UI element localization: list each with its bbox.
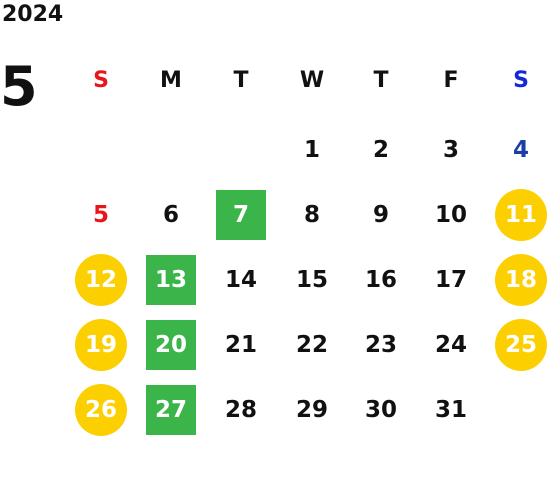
weekday-mon: M: [160, 68, 182, 93]
day-cell-22[interactable]: 22: [295, 332, 328, 358]
day-cell-3[interactable]: 3: [442, 137, 459, 163]
day-cell-5[interactable]: 5: [92, 202, 109, 228]
day-cell-4[interactable]: 4: [512, 137, 529, 163]
year-label: 2024: [2, 2, 64, 27]
day-cell-17[interactable]: 17: [434, 267, 467, 293]
day-cell-27[interactable]: 27: [146, 385, 196, 435]
day-cell-2[interactable]: 2: [372, 137, 389, 163]
day-cell-23[interactable]: 23: [364, 332, 397, 358]
month-label: 5: [0, 55, 38, 118]
day-cell-30[interactable]: 30: [364, 397, 397, 423]
day-cell-16[interactable]: 16: [364, 267, 397, 293]
day-cell-11[interactable]: 11: [495, 189, 547, 241]
day-cell-15[interactable]: 15: [295, 267, 328, 293]
day-cell-18[interactable]: 18: [495, 254, 547, 306]
weekday-sun: S: [93, 68, 109, 93]
day-cell-28[interactable]: 28: [224, 397, 257, 423]
weekday-thu: T: [373, 68, 389, 93]
day-cell-12[interactable]: 12: [75, 254, 127, 306]
day-cell-8[interactable]: 8: [303, 202, 320, 228]
weekday-tue: T: [233, 68, 249, 93]
day-cell-25[interactable]: 25: [495, 319, 547, 371]
day-cell-7[interactable]: 7: [216, 190, 266, 240]
day-cell-24[interactable]: 24: [434, 332, 467, 358]
day-cell-31[interactable]: 31: [434, 397, 467, 423]
weekday-sat: S: [513, 68, 529, 93]
day-cell-20[interactable]: 20: [146, 320, 196, 370]
day-cell-1[interactable]: 1: [303, 137, 320, 163]
weekday-fri: F: [443, 68, 459, 93]
day-cell-9[interactable]: 9: [372, 202, 389, 228]
day-cell-10[interactable]: 10: [434, 202, 467, 228]
day-cell-19[interactable]: 19: [75, 319, 127, 371]
day-cell-14[interactable]: 14: [224, 267, 257, 293]
day-cell-21[interactable]: 21: [224, 332, 257, 358]
day-cell-26[interactable]: 26: [75, 384, 127, 436]
day-cell-29[interactable]: 29: [295, 397, 328, 423]
day-cell-6[interactable]: 6: [162, 202, 179, 228]
weekday-wed: W: [299, 68, 325, 93]
day-cell-13[interactable]: 13: [146, 255, 196, 305]
